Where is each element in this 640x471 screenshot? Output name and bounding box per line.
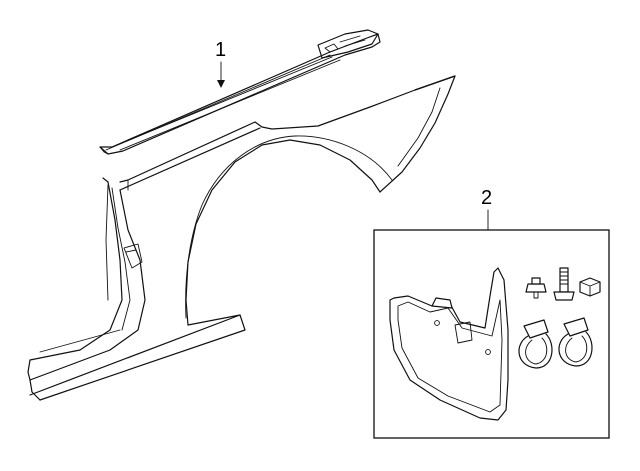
screw-hardware[interactable]: [525, 277, 547, 299]
clamp-right-hardware[interactable]: [558, 317, 593, 367]
quarter-panel[interactable]: [27, 75, 456, 401]
weatherstrip-part-1[interactable]: [99, 29, 381, 155]
callout-number-2: 2: [481, 187, 492, 209]
mud-flap-kit-box: [373, 229, 610, 439]
callout-number-1: 1: [215, 39, 226, 61]
nut-hardware[interactable]: [579, 277, 601, 297]
bolt-hardware[interactable]: [553, 267, 575, 301]
clamp-left-hardware[interactable]: [518, 319, 553, 369]
leader-line-1: [217, 61, 225, 88]
mud-flap-part-2[interactable]: [389, 267, 509, 421]
